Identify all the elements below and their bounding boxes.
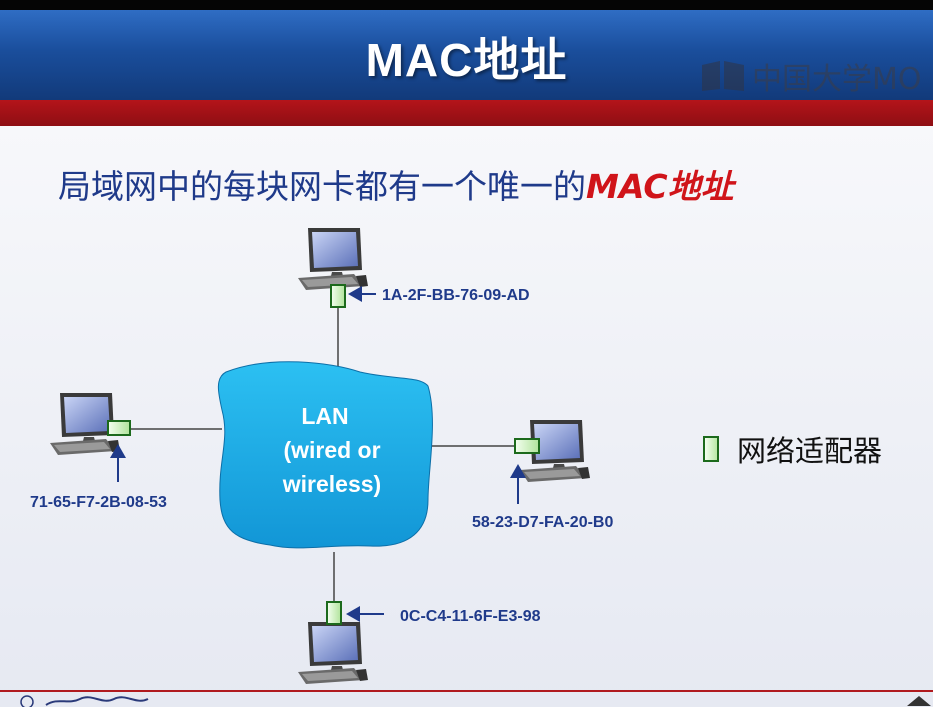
- adapter-legend-icon: [703, 436, 719, 462]
- title-accent-band: [0, 100, 933, 126]
- lan-label-line2: (wired or: [283, 437, 380, 463]
- subtitle: 局域网中的每块网卡都有一个唯一的MAC地址: [58, 160, 734, 208]
- mooc-logo-icon: [702, 61, 744, 91]
- window-top-strip: [0, 0, 933, 10]
- university-logo-icon: [20, 695, 149, 707]
- page-title: MAC地址: [365, 34, 568, 86]
- mac-label-bottom: 0C-C4-11-6F-E3-98: [400, 608, 541, 625]
- subtitle-text: 局域网中的每块网卡都有一个唯一的: [58, 167, 586, 206]
- adapter-bottom-icon: [326, 601, 342, 625]
- computer-top-icon: [298, 228, 368, 290]
- adapter-left-icon: [107, 420, 131, 436]
- lan-cloud: [217, 361, 433, 549]
- lan-label-line3: wireless): [282, 471, 381, 497]
- subtitle-emphasis: MAC地址: [586, 167, 734, 206]
- mac-label-top: 1A-2F-BB-76-09-AD: [382, 287, 530, 304]
- title-bar: [0, 10, 933, 100]
- mac-label-left: 71-65-F7-2B-08-53: [30, 494, 167, 511]
- legend: 网络适配器: [703, 428, 882, 470]
- adapter-top-icon: [330, 284, 346, 308]
- footer-divider: [0, 690, 933, 692]
- watermark: 中国大学MO: [700, 56, 933, 97]
- mac-label-right: 58-23-D7-FA-20-B0: [472, 514, 613, 531]
- adapter-right-icon: [514, 438, 540, 454]
- lan-label-line1: LAN: [301, 403, 348, 429]
- legend-label: 网络适配器: [737, 434, 883, 468]
- computer-bottom-icon: [298, 622, 368, 684]
- corner-decoration-icon: [907, 696, 931, 706]
- watermark-text: 中国大学MO: [752, 62, 922, 97]
